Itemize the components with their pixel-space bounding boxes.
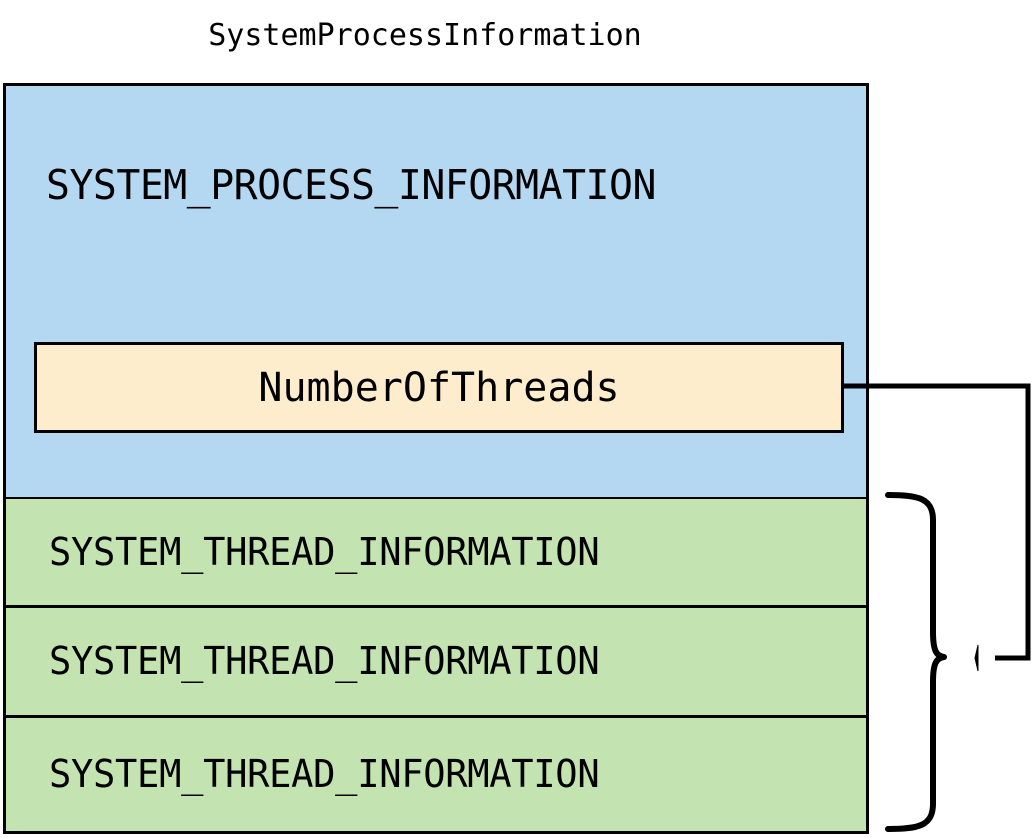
- connector-path: [841, 383, 1031, 661]
- process-information-label: SYSTEM_PROCESS_INFORMATION: [46, 161, 656, 209]
- thread-information-label-3: SYSTEM_THREAD_INFORMATION: [49, 752, 600, 796]
- thread-information-label-2: SYSTEM_THREAD_INFORMATION: [49, 639, 600, 683]
- thread-information-block-2: [3, 606, 869, 717]
- thread-information-block-1: [3, 497, 869, 607]
- page-title: SystemProcessInformation: [208, 18, 642, 53]
- number-of-threads-field: NumberOfThreads: [34, 342, 844, 433]
- thread-group-brace: [885, 492, 947, 832]
- process-information-block: [3, 83, 869, 500]
- thread-information-label-1: SYSTEM_THREAD_INFORMATION: [49, 530, 600, 574]
- number-of-threads-label: NumberOfThreads: [258, 364, 620, 411]
- connector-arrow: [841, 383, 1031, 672]
- arrowhead-icon: [974, 644, 979, 672]
- brace-path: [885, 492, 947, 832]
- thread-information-block-3: [3, 716, 869, 834]
